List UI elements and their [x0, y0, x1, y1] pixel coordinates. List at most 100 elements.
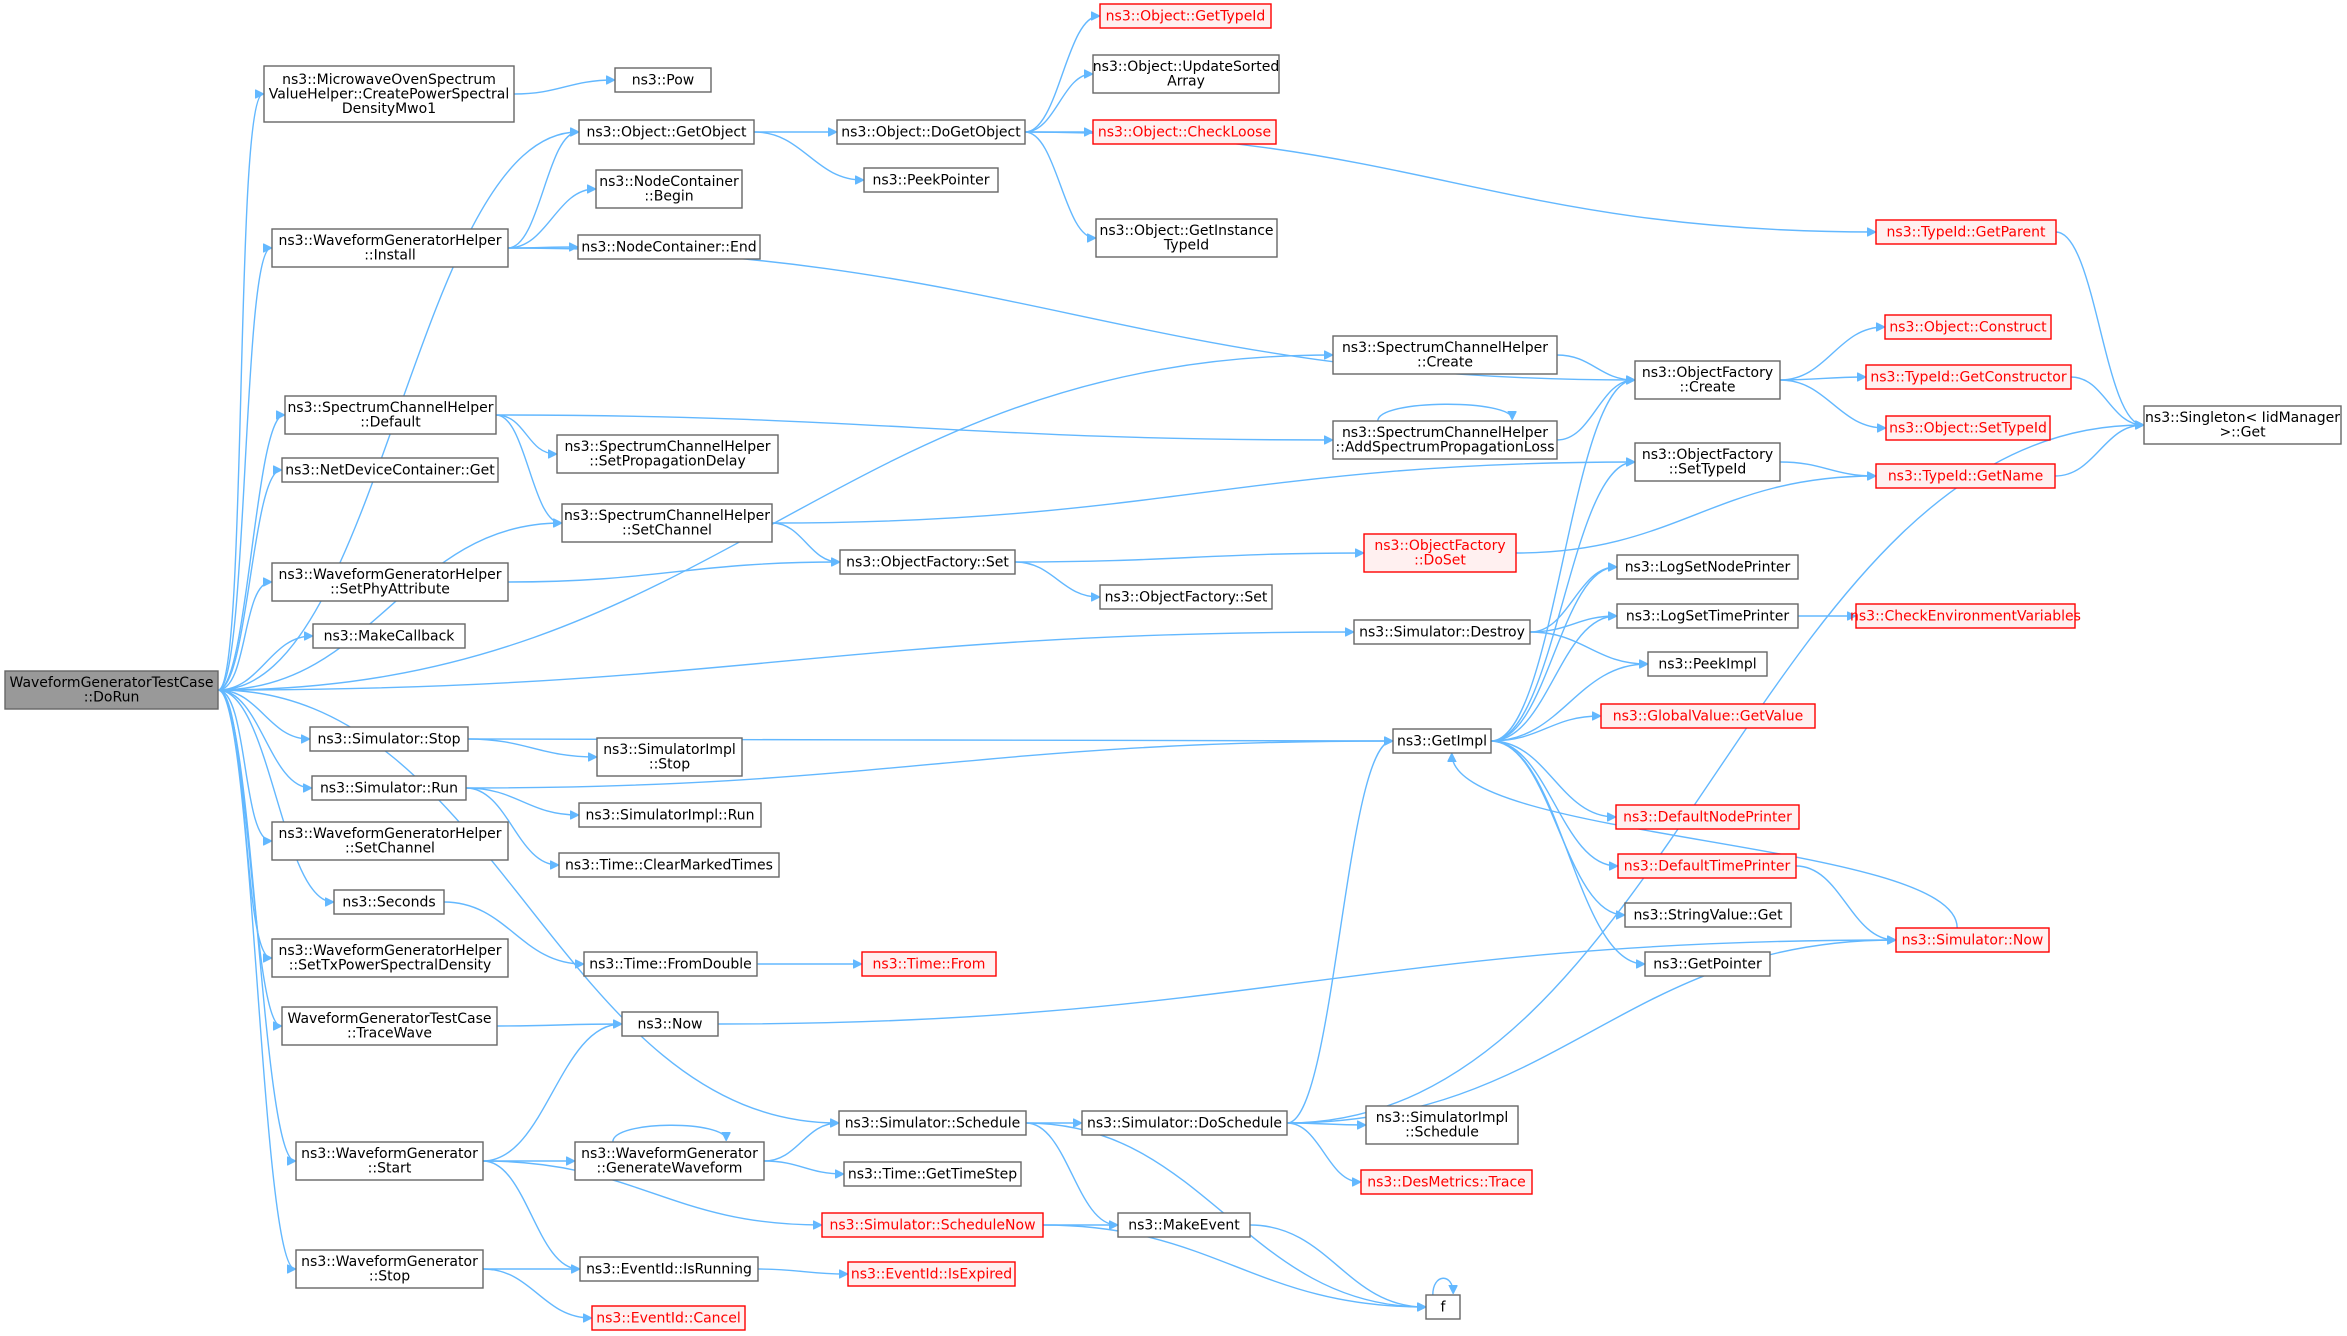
- node-box[interactable]: [1117, 1212, 1251, 1238]
- node-peekptr[interactable]: ns3::PeekPointer: [863, 167, 999, 193]
- node-box[interactable]: [281, 1006, 498, 1046]
- node-box[interactable]: [1617, 853, 1797, 879]
- node-ncbegin[interactable]: ns3::NodeContainer::Begin: [595, 169, 743, 209]
- node-box[interactable]: [1616, 554, 1799, 580]
- node-defnodeprinter[interactable]: ns3::DefaultNodePrinter: [1615, 804, 1800, 830]
- node-ofdoset[interactable]: ns3::ObjectFactory::DoSet: [1363, 533, 1517, 573]
- node-box[interactable]: [4, 670, 219, 710]
- node-mwo[interactable]: ns3::MicrowaveOvenSpectrumValueHelper::C…: [263, 65, 515, 123]
- node-box[interactable]: [578, 119, 755, 145]
- node-checkenv[interactable]: ns3::CheckEnvironmentVariables: [1850, 603, 2081, 629]
- node-ofset2[interactable]: ns3::ObjectFactory::Set: [1099, 584, 1273, 610]
- node-box[interactable]: [1895, 927, 2050, 953]
- node-gettypeid[interactable]: ns3::Object::GetTypeId: [1099, 3, 1272, 29]
- node-box[interactable]: [863, 167, 999, 193]
- node-box[interactable]: [838, 1110, 1027, 1136]
- node-simstop[interactable]: ns3::Simulator::Stop: [309, 726, 469, 752]
- node-f[interactable]: f: [1425, 1294, 1461, 1320]
- node-objconstruct[interactable]: ns3::Object::Construct: [1884, 314, 2052, 340]
- node-simimplsched[interactable]: ns3::SimulatorImpl::Schedule: [1365, 1105, 1519, 1145]
- node-box[interactable]: [839, 549, 1016, 575]
- node-wgstop[interactable]: ns3::WaveformGenerator::Stop: [295, 1249, 484, 1289]
- node-box[interactable]: [574, 1141, 765, 1181]
- node-box[interactable]: [596, 737, 743, 777]
- node-box[interactable]: [843, 1161, 1022, 1187]
- node-box[interactable]: [558, 852, 780, 878]
- node-box[interactable]: [1081, 1110, 1288, 1136]
- node-box[interactable]: [1392, 728, 1492, 754]
- node-box[interactable]: [1332, 335, 1558, 375]
- node-seconds[interactable]: ns3::Seconds: [333, 889, 445, 915]
- node-box[interactable]: [1855, 603, 2076, 629]
- node-peekimpl[interactable]: ns3::PeekImpl: [1647, 651, 1768, 677]
- node-box[interactable]: [621, 1011, 719, 1037]
- node-wgstart[interactable]: ns3::WaveformGenerator::Start: [295, 1141, 484, 1181]
- node-box[interactable]: [1095, 218, 1278, 258]
- node-ofsettid[interactable]: ns3::ObjectFactory::SetTypeId: [1634, 442, 1781, 482]
- node-wghinstall[interactable]: ns3::WaveformGeneratorHelper::Install: [271, 228, 509, 268]
- node-box[interactable]: [847, 1261, 1016, 1287]
- node-tidgetname[interactable]: ns3::TypeId::GetName: [1875, 463, 2056, 489]
- node-box[interactable]: [595, 169, 743, 209]
- node-box[interactable]: [1353, 619, 1531, 645]
- node-box[interactable]: [281, 457, 499, 483]
- node-box[interactable]: [1875, 219, 2057, 245]
- node-box[interactable]: [2143, 405, 2342, 445]
- node-ofset[interactable]: ns3::ObjectFactory::Set: [839, 549, 1016, 575]
- node-deftimeprinter[interactable]: ns3::DefaultTimePrinter: [1617, 853, 1797, 879]
- node-simnow[interactable]: ns3::Simulator::Now: [1895, 927, 2050, 953]
- node-timefromdouble[interactable]: ns3::Time::FromDouble: [583, 951, 758, 977]
- node-eidisrunning[interactable]: ns3::EventId::IsRunning: [579, 1256, 759, 1282]
- node-box[interactable]: [578, 802, 762, 828]
- node-box[interactable]: [1647, 651, 1768, 677]
- node-tidgetparent[interactable]: ns3::TypeId::GetParent: [1875, 219, 2057, 245]
- node-box[interactable]: [1363, 533, 1517, 573]
- node-box[interactable]: [309, 726, 469, 752]
- node-box[interactable]: [1332, 420, 1558, 460]
- node-box[interactable]: [821, 1212, 1044, 1238]
- node-box[interactable]: [312, 623, 466, 649]
- node-box[interactable]: [1624, 902, 1792, 928]
- node-box[interactable]: [577, 234, 761, 260]
- node-box[interactable]: [295, 1249, 484, 1289]
- node-box[interactable]: [1644, 951, 1771, 977]
- node-schdefault[interactable]: ns3::SpectrumChannelHelper::Default: [284, 395, 497, 435]
- node-box[interactable]: [271, 562, 509, 602]
- node-box[interactable]: [583, 951, 758, 977]
- node-dogetobj[interactable]: ns3::Object::DoGetObject: [836, 119, 1026, 145]
- node-tidgetctor[interactable]: ns3::TypeId::GetConstructor: [1865, 364, 2072, 390]
- node-logsetnode[interactable]: ns3::LogSetNodePrinter: [1616, 554, 1799, 580]
- node-wghsetchan[interactable]: ns3::WaveformGeneratorHelper::SetChannel: [271, 821, 509, 861]
- node-wggenwave[interactable]: ns3::WaveformGenerator::GenerateWaveform: [574, 1141, 765, 1181]
- node-box[interactable]: [1099, 3, 1272, 29]
- node-root[interactable]: WaveformGeneratorTestCase::DoRun: [4, 670, 219, 710]
- node-box[interactable]: [295, 1141, 484, 1181]
- node-makecb[interactable]: ns3::MakeCallback: [312, 623, 466, 649]
- node-box[interactable]: [1099, 584, 1273, 610]
- node-box[interactable]: [1615, 804, 1800, 830]
- node-wgtctrace[interactable]: WaveformGeneratorTestCase::TraceWave: [281, 1006, 498, 1046]
- node-box[interactable]: [271, 821, 509, 861]
- node-singleton[interactable]: ns3::Singleton< IidManager>::Get: [2143, 405, 2342, 445]
- node-box[interactable]: [1092, 54, 1280, 94]
- node-box[interactable]: [561, 503, 773, 543]
- node-box[interactable]: [836, 119, 1026, 145]
- node-box[interactable]: [1634, 360, 1781, 400]
- node-objsettid[interactable]: ns3::Object::SetTypeId: [1885, 415, 2051, 441]
- node-ofcreate[interactable]: ns3::ObjectFactory::Create: [1634, 360, 1781, 400]
- node-box[interactable]: [1884, 314, 2052, 340]
- node-box[interactable]: [591, 1305, 746, 1331]
- node-box[interactable]: [1865, 364, 2072, 390]
- node-box[interactable]: [1885, 415, 2051, 441]
- node-box[interactable]: [614, 67, 712, 93]
- node-makeevent[interactable]: ns3::MakeEvent: [1117, 1212, 1251, 1238]
- node-box[interactable]: [1360, 1169, 1533, 1195]
- node-box[interactable]: [333, 889, 445, 915]
- node-gvgetvalue[interactable]: ns3::GlobalValue::GetValue: [1600, 703, 1816, 729]
- node-schaddloss[interactable]: ns3::SpectrumChannelHelper::AddSpectrumP…: [1332, 420, 1558, 460]
- node-simimplstop[interactable]: ns3::SimulatorImpl::Stop: [596, 737, 743, 777]
- node-box[interactable]: [271, 938, 509, 978]
- node-logsettime[interactable]: ns3::LogSetTimePrinter: [1616, 603, 1799, 629]
- node-simrun[interactable]: ns3::Simulator::Run: [311, 775, 467, 801]
